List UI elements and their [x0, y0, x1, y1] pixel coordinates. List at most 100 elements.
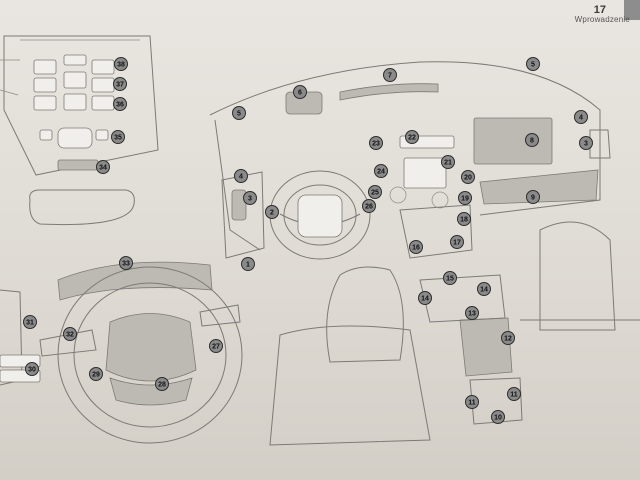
callout-c5b: 5	[526, 57, 540, 71]
callout-label: 25	[371, 190, 379, 197]
callout-circle	[25, 362, 39, 376]
callout-c33: 33	[119, 256, 133, 270]
callout-label: 28	[158, 382, 166, 389]
callout-c36: 36	[113, 97, 127, 111]
callout-c4b: 4	[574, 110, 588, 124]
callout-label: 1	[246, 262, 250, 269]
callout-c23: 23	[369, 136, 383, 150]
callout-c3b: 3	[579, 136, 593, 150]
callout-circle	[113, 97, 127, 111]
callout-label: 30	[28, 367, 36, 374]
callout-circle	[243, 191, 257, 205]
callout-c28: 28	[155, 377, 169, 391]
callout-c31: 31	[23, 315, 37, 329]
callout-c1: 1	[241, 257, 255, 271]
callout-label: 36	[116, 102, 124, 109]
callout-c14b: 14	[477, 282, 491, 296]
callout-label: 16	[412, 245, 420, 252]
callout-circle	[458, 191, 472, 205]
callout-label: 38	[117, 62, 125, 69]
callout-label: 8	[530, 138, 534, 145]
callout-c34: 34	[96, 160, 110, 174]
callout-circle	[507, 387, 521, 401]
callout-label: 13	[468, 311, 476, 318]
callout-circle	[63, 327, 77, 341]
callout-circle	[232, 106, 246, 120]
callout-c26: 26	[362, 199, 376, 213]
callout-c29: 29	[89, 367, 103, 381]
callout-circle	[114, 57, 128, 71]
callout-circle	[155, 377, 169, 391]
callout-label: 4	[579, 115, 583, 122]
section-title: Wprowadzenie	[574, 15, 630, 24]
callout-label: 29	[92, 372, 100, 379]
callout-label: 6	[298, 90, 302, 97]
callout-circle	[119, 256, 133, 270]
callout-label: 4	[239, 174, 243, 181]
callout-label: 10	[494, 415, 502, 422]
callout-label: 37	[116, 82, 124, 89]
callout-circle	[477, 282, 491, 296]
callout-circle	[441, 155, 455, 169]
callout-c18: 18	[457, 212, 471, 226]
callout-label: 5	[237, 111, 241, 118]
callout-c21: 21	[441, 155, 455, 169]
callout-label: 35	[114, 135, 122, 142]
callout-c32: 32	[63, 327, 77, 341]
overhead-console-drawing	[0, 35, 159, 226]
callout-c14a: 14	[418, 291, 432, 305]
callout-circle	[501, 331, 515, 345]
callout-circle	[465, 395, 479, 409]
callout-circle	[457, 212, 471, 226]
callout-c3a: 3	[243, 191, 257, 205]
callout-label: 24	[377, 169, 385, 176]
callout-label: 14	[421, 296, 429, 303]
callout-label: 27	[212, 344, 220, 351]
callout-label: 5	[531, 62, 535, 69]
callout-c7: 7	[383, 68, 397, 82]
callout-label: 17	[453, 240, 461, 247]
callout-circle	[418, 291, 432, 305]
callout-label: 31	[26, 320, 34, 327]
callout-c15: 15	[443, 271, 457, 285]
steering-wheel-drawing	[0, 261, 243, 444]
callout-c38: 38	[114, 57, 128, 71]
callout-label: 34	[99, 165, 107, 172]
callout-label: 22	[408, 135, 416, 142]
callout-circle	[368, 185, 382, 199]
callout-circle	[405, 130, 419, 144]
callout-label: 7	[388, 73, 392, 80]
callout-circle	[526, 57, 540, 71]
callout-circle	[241, 257, 255, 271]
callout-c9: 9	[526, 190, 540, 204]
dashboard-drawing	[209, 61, 611, 260]
callout-c6: 6	[293, 85, 307, 99]
callout-c11b: 11	[507, 387, 521, 401]
callout-label: 26	[365, 204, 373, 211]
callout-c5a: 5	[232, 106, 246, 120]
callout-label: 23	[372, 141, 380, 148]
callout-circle	[579, 136, 593, 150]
callout-markers: 1233445567891011111213141415161718192021…	[23, 57, 593, 424]
callout-c37: 37	[113, 77, 127, 91]
callout-label: 12	[504, 336, 512, 343]
callout-label: 11	[468, 400, 476, 407]
callout-circle	[450, 235, 464, 249]
callout-c19: 19	[458, 191, 472, 205]
callout-circle	[465, 306, 479, 320]
page-number: 17	[593, 4, 606, 16]
callout-circle	[96, 160, 110, 174]
callout-label: 11	[510, 392, 518, 399]
callout-label: 32	[66, 332, 74, 339]
callout-c12: 12	[501, 331, 515, 345]
callout-circle	[369, 136, 383, 150]
callout-circle	[409, 240, 423, 254]
callout-circle	[293, 85, 307, 99]
callout-label: 33	[122, 261, 130, 268]
callout-circle	[574, 110, 588, 124]
callout-circle	[383, 68, 397, 82]
callout-label: 3	[248, 196, 252, 203]
callout-circle	[265, 205, 279, 219]
callout-label: 3	[584, 141, 588, 148]
